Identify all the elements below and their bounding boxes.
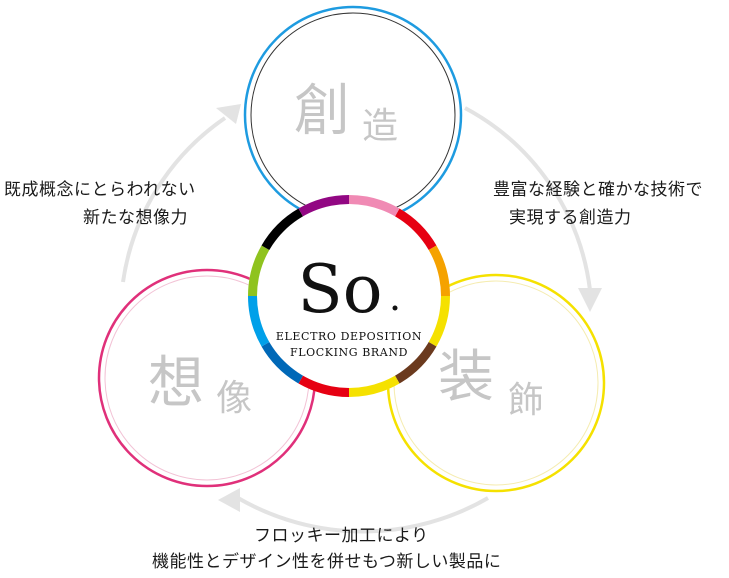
arrowhead-top: [216, 104, 241, 124]
center-ring-segment: [394, 208, 437, 251]
circle-imagine-label-small: 像: [216, 378, 252, 419]
circle-decorate-label-large: 装: [438, 345, 494, 410]
caption-imagination-line1: 既成概念にとらわれない: [4, 180, 196, 200]
center-ring-segment: [248, 245, 271, 297]
caption-technology-line1: 豊富な経験と確かな技術で: [493, 180, 703, 200]
circle-create-label-small: 造: [362, 106, 398, 147]
center-emblem: So ELECTRO DEPOSITION FLOCKING BRAND: [248, 195, 450, 397]
caption-products-line1: フロッキー加工により: [254, 526, 429, 546]
arrowhead-right: [578, 288, 602, 312]
center-ring-segment: [427, 245, 450, 297]
center-ring-segment: [261, 341, 304, 384]
circle-create-outer-ring: [243, 5, 463, 225]
center-ring-segment: [348, 374, 400, 397]
so-logo: So: [298, 251, 383, 328]
center-ring-segment: [261, 208, 304, 251]
center-ring-segment: [394, 341, 437, 384]
arrowhead-left: [218, 488, 240, 512]
center-ring-segment: [427, 295, 450, 347]
arrow-right-to-left: [237, 496, 489, 534]
caption-technology-line2: 実現する創造力: [509, 208, 632, 228]
cycle-arrows: [121, 104, 602, 534]
arrow-left-to-top: [121, 116, 227, 283]
circle-create-label-large: 創: [294, 79, 350, 144]
center-emblem-inner: [257, 204, 441, 388]
caption-imagination-line2: 新たな想像力: [83, 208, 188, 228]
center-ring-segment: [348, 195, 400, 218]
tagline-line1: ELECTRO DEPOSITION: [276, 330, 422, 343]
circle-decorate-label-small: 飾: [508, 380, 544, 421]
arrow-top-to-right: [464, 106, 592, 291]
caption-products-line2: 機能性とデザイン性を併せもつ新しい製品に: [152, 552, 502, 572]
so-logo-period: [392, 305, 398, 311]
tagline-line2: FLOCKING BRAND: [290, 346, 408, 359]
center-color-ring: [248, 195, 450, 397]
center-ring-segment: [248, 295, 271, 347]
circle-imagine-label-large: 想: [148, 351, 204, 416]
center-ring-segment: [298, 195, 350, 218]
center-ring-segment: [298, 374, 350, 397]
circle-create: 創 造: [243, 5, 463, 225]
